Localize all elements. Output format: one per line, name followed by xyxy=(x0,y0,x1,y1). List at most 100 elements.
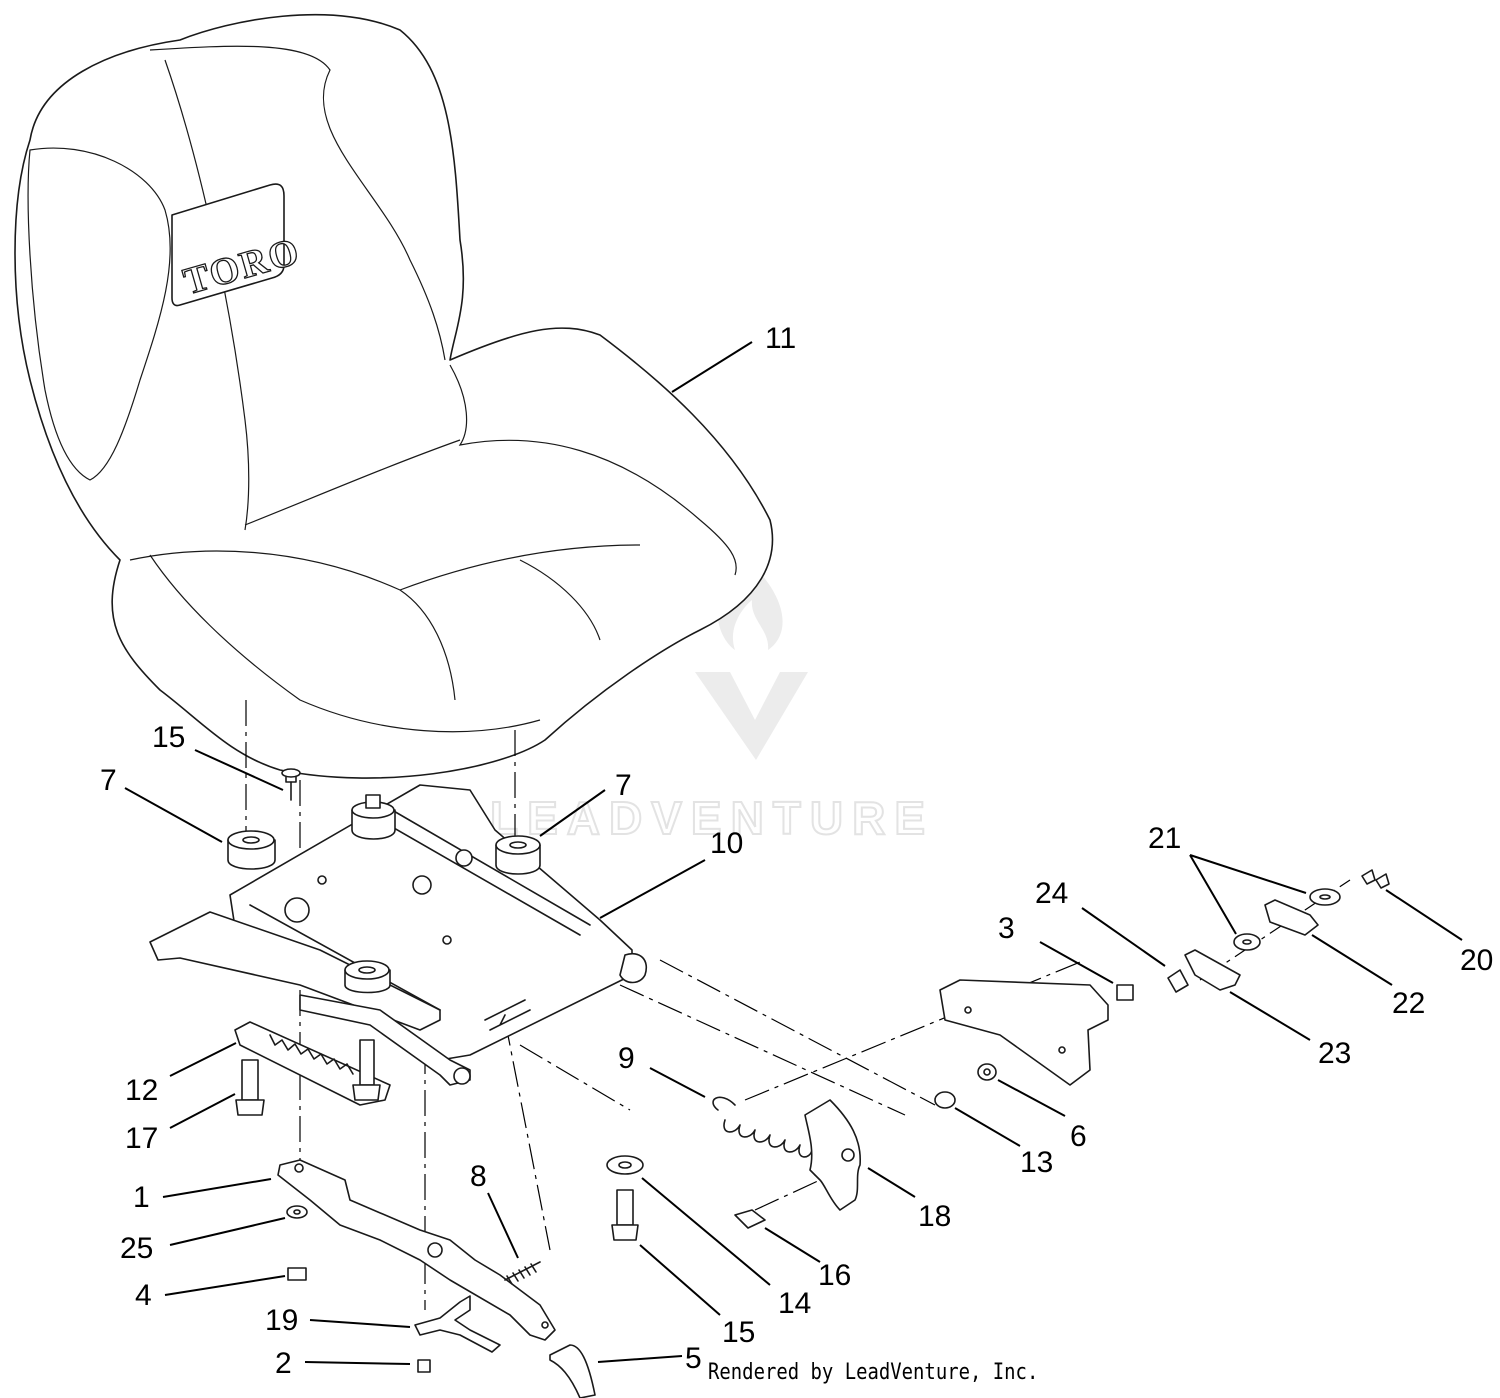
callout-22: 22 xyxy=(1392,987,1425,1020)
callout-5: 5 xyxy=(685,1342,702,1375)
leader-2 xyxy=(304,1361,411,1365)
washer-6-hole xyxy=(983,1068,991,1076)
bracket-19 xyxy=(414,1295,501,1353)
bolt-15-top xyxy=(281,768,301,801)
leader-8 xyxy=(487,1192,519,1259)
leader-16 xyxy=(764,1227,821,1263)
callout-1: 1 xyxy=(133,1181,150,1214)
washer-13 xyxy=(934,1091,956,1109)
callout-15: 15 xyxy=(722,1316,755,1349)
rendered-by-credit: Rendered by LeadVenture, Inc. xyxy=(708,1360,1039,1385)
washer-25-hole xyxy=(293,1209,301,1215)
callout-18: 18 xyxy=(918,1200,951,1233)
seat-outline xyxy=(14,13,774,779)
callout-7: 7 xyxy=(100,764,117,797)
screw-2 xyxy=(417,1359,431,1373)
release-handle-5 xyxy=(549,1344,596,1398)
callout-9: 9 xyxy=(618,1042,635,1075)
plate-hole xyxy=(455,849,473,867)
leader-12 xyxy=(169,1042,237,1077)
seat-cushion-seam xyxy=(129,439,641,701)
plate-latch-slot xyxy=(484,999,531,1031)
lever-plate-hole xyxy=(427,1242,443,1258)
clip-24 xyxy=(1167,969,1189,993)
plate-hole xyxy=(317,875,327,885)
seat-cushion-front xyxy=(449,364,737,576)
isolator-right-front xyxy=(495,835,541,875)
callout-16: 16 xyxy=(818,1259,851,1292)
seat: TORO xyxy=(14,13,774,779)
isolator-rear-left xyxy=(351,794,396,840)
callout-4: 4 xyxy=(135,1279,152,1312)
slide-rail-teeth xyxy=(269,1034,354,1075)
callout-20: 20 xyxy=(1460,944,1493,977)
lever-plate xyxy=(277,1159,556,1341)
callout-17: 17 xyxy=(125,1122,158,1155)
leader-9 xyxy=(649,1067,706,1098)
plate-hole xyxy=(284,897,310,923)
screw-20 xyxy=(1375,873,1390,889)
isolator-front-bottom xyxy=(344,960,391,994)
watermark-text: LEADVENTURE xyxy=(490,792,934,844)
leader-4 xyxy=(164,1275,286,1296)
leader-5 xyxy=(597,1355,683,1363)
plate-hinge-tab xyxy=(619,953,647,984)
leader-lines xyxy=(124,341,1463,1365)
leader-6 xyxy=(997,1079,1066,1117)
lever-plate-hole xyxy=(541,1321,549,1329)
spacer-21-hole xyxy=(1319,894,1331,900)
bolt-15-shank xyxy=(616,1189,634,1226)
leader-1 xyxy=(162,1178,272,1198)
latch-pivot xyxy=(841,1148,855,1162)
callout-7: 7 xyxy=(615,769,632,802)
leader-14 xyxy=(641,1177,771,1286)
alignment-line xyxy=(519,1044,631,1111)
callout-2: 2 xyxy=(275,1347,292,1380)
leader-15a xyxy=(194,749,284,791)
seat-plate-slot xyxy=(249,809,591,1011)
leader-19 xyxy=(309,1319,411,1328)
leader-24 xyxy=(1081,907,1166,967)
callout-14: 14 xyxy=(778,1287,811,1320)
seat-back-left-panel xyxy=(27,147,171,481)
screw-20 xyxy=(1361,869,1376,885)
callout-11: 11 xyxy=(765,322,796,355)
callout-15: 15 xyxy=(152,721,185,754)
callout-labels: 11 15 7 7 10 12 17 1 25 4 19 2 8 9 14 15… xyxy=(100,322,1493,1380)
leader-21-lower xyxy=(1189,854,1237,935)
bracket-23 xyxy=(1184,949,1241,991)
seat-plate-flange xyxy=(149,911,441,1031)
isolator-hole xyxy=(509,841,527,849)
leader-11 xyxy=(671,341,753,393)
bolt-15-head xyxy=(611,1224,639,1241)
callout-13: 13 xyxy=(1020,1146,1053,1179)
nut-4 xyxy=(287,1267,307,1281)
shoulder-bolt-17 xyxy=(241,1059,259,1101)
shoulder-bolt-head xyxy=(352,1084,381,1101)
seat-logo-badge xyxy=(171,183,285,307)
lever-knob xyxy=(453,1067,471,1085)
callout-25: 25 xyxy=(120,1232,153,1265)
leader-23 xyxy=(1229,991,1311,1041)
alignment-line xyxy=(659,959,936,1106)
alignment-line xyxy=(619,984,906,1116)
leader-22 xyxy=(1311,934,1393,986)
callout-23: 23 xyxy=(1318,1037,1351,1070)
leader-7a xyxy=(124,787,223,843)
leader-20 xyxy=(1385,889,1463,941)
leadventure-watermark: LEADVENTURE xyxy=(489,560,934,845)
leader-7b xyxy=(539,789,606,837)
bracket-hole xyxy=(964,1006,972,1014)
nut-3 xyxy=(1116,984,1134,1001)
switch-22 xyxy=(1264,899,1319,936)
alignment-line xyxy=(754,1179,821,1211)
plate-hole xyxy=(442,935,452,945)
callout-21: 21 xyxy=(1148,822,1181,855)
latch-18 xyxy=(804,1099,861,1211)
spring-hook xyxy=(712,1096,736,1111)
callout-8: 8 xyxy=(470,1160,487,1193)
watermark-v-icon xyxy=(695,672,808,760)
lever-plate-body xyxy=(277,1159,556,1341)
